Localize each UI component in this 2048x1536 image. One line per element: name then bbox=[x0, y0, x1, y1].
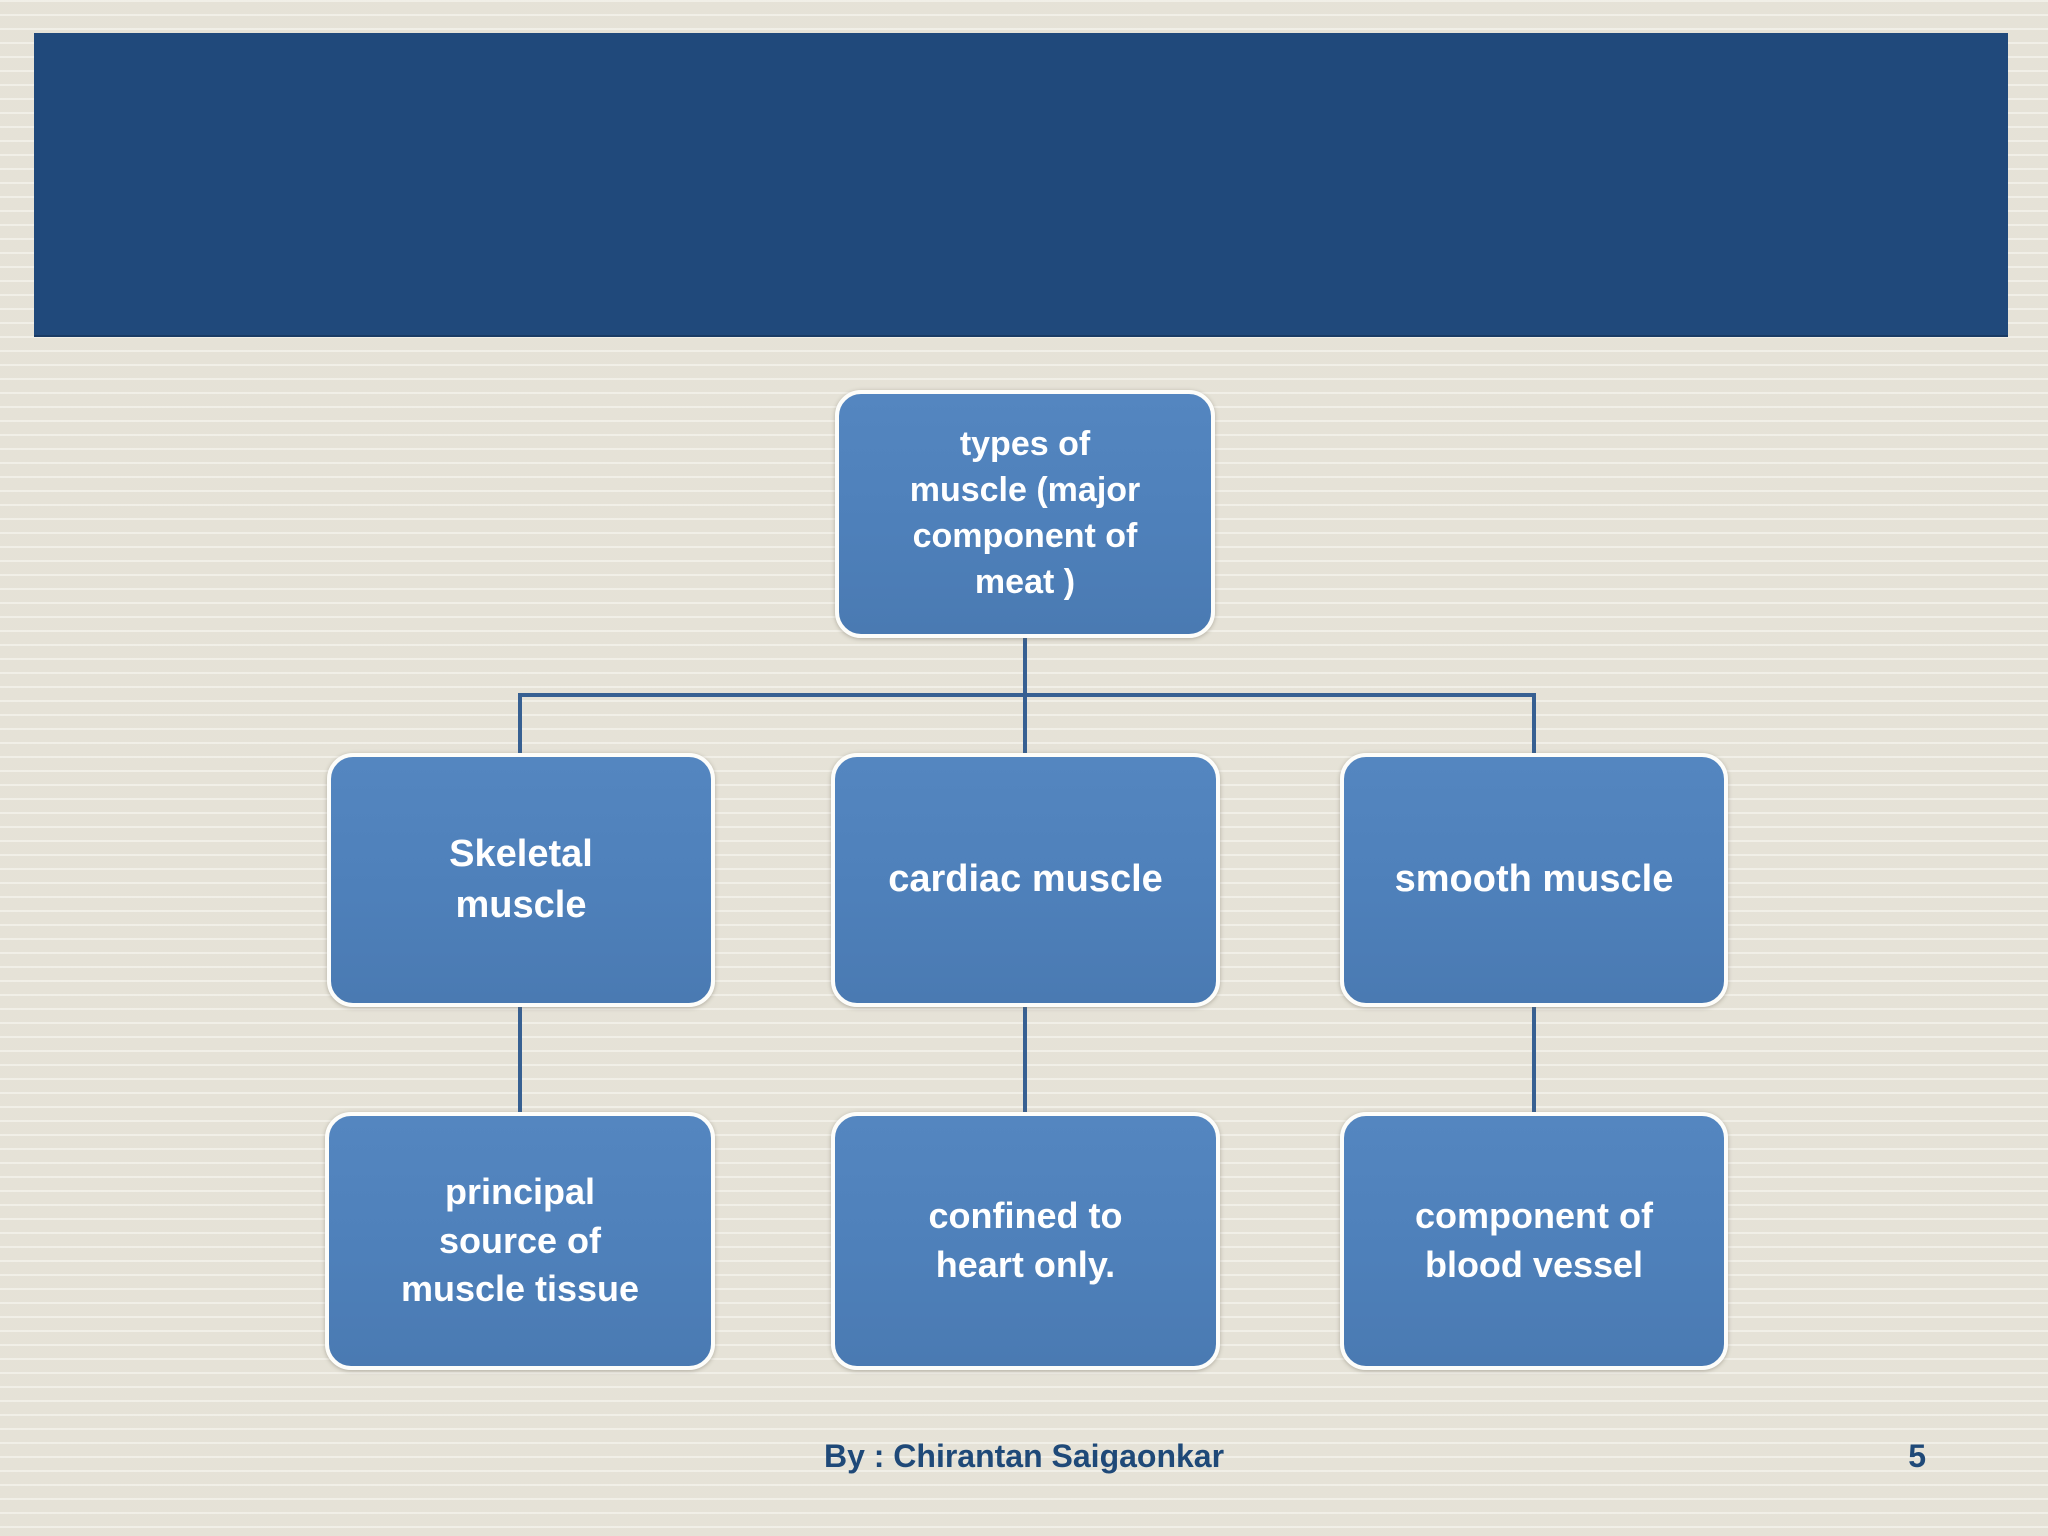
node-skeletal-description: principal source of muscle tissue bbox=[325, 1112, 715, 1370]
connector-root-stem bbox=[1023, 636, 1027, 696]
node-label: types of muscle (major component of meat… bbox=[909, 425, 1141, 601]
node-cardiac-muscle: cardiac muscle bbox=[831, 753, 1220, 1007]
node-label: component of blood vessel bbox=[1415, 1195, 1653, 1285]
node-label: Skeletal muscle bbox=[449, 832, 593, 926]
node-label: smooth muscle bbox=[1394, 858, 1674, 901]
node-skeletal-muscle: Skeletal muscle bbox=[327, 753, 715, 1007]
connector-mid-drop bbox=[1023, 695, 1027, 755]
node-cardiac-description: confined to heart only. bbox=[831, 1112, 1220, 1370]
node-label: cardiac muscle bbox=[888, 858, 1163, 901]
connector-horizontal bbox=[518, 693, 1536, 697]
connector-skeletal-detail bbox=[518, 1005, 522, 1115]
connector-cardiac-detail bbox=[1023, 1005, 1027, 1115]
node-label: confined to heart only. bbox=[928, 1195, 1123, 1285]
connector-left-drop bbox=[518, 695, 522, 755]
connector-smooth-detail bbox=[1532, 1005, 1536, 1115]
node-smooth-muscle: smooth muscle bbox=[1340, 753, 1728, 1007]
header-band bbox=[34, 33, 2008, 337]
node-types-of-muscle: types of muscle (major component of meat… bbox=[835, 390, 1215, 638]
page-number: 5 bbox=[1908, 1438, 1926, 1474]
node-label: principal source of muscle tissue bbox=[400, 1171, 640, 1310]
connector-right-drop bbox=[1532, 695, 1536, 755]
node-smooth-description: component of blood vessel bbox=[1340, 1112, 1728, 1370]
footer-author: By : Chirantan Saigaonkar bbox=[823, 1438, 1225, 1474]
